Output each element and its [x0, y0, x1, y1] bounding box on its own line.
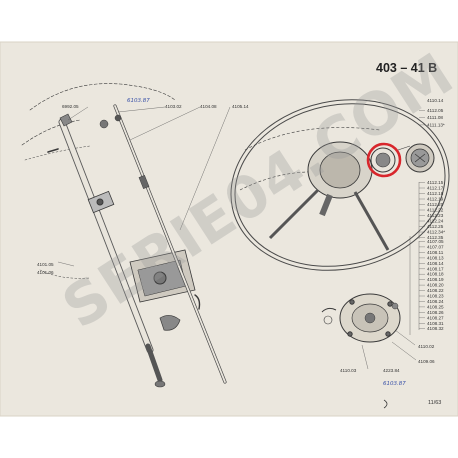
- parts-list-item: 4112.17: [427, 186, 444, 191]
- parts-list-item: 4111.13*: [427, 122, 445, 127]
- parts-list-item: 4112.20: [427, 202, 444, 207]
- parts-list-item: 4108.26: [427, 310, 444, 315]
- label-4110-02: 4110.02: [418, 344, 435, 349]
- parts-list-item: 4108.11: [427, 250, 444, 255]
- parts-list-item: 4108.18: [427, 272, 444, 277]
- steering-column-drawing: [21, 83, 227, 388]
- parts-list-item: 4108.25: [427, 304, 444, 309]
- parts-list-item: 4108.23: [427, 294, 444, 299]
- header-title: 403 – 41 B: [376, 61, 437, 75]
- label-4109-06: 4109.06: [418, 359, 435, 364]
- label-4101-05: 4101.05: [37, 262, 54, 267]
- parts-list-item: 4111.08: [427, 115, 443, 120]
- parts-list-item: 4108.14: [427, 261, 444, 266]
- parts-list-item: 4112.22: [427, 208, 444, 213]
- parts-list-item: 4108.19: [427, 277, 444, 282]
- parts-list-item: 4108.27: [427, 315, 444, 320]
- parts-list-item: 4108.32: [427, 326, 444, 331]
- parts-list-item: 4112.34*: [427, 230, 445, 235]
- parts-list-item: 4108.24: [427, 299, 444, 304]
- parts-list-item: 4112.19: [427, 197, 444, 202]
- label-4110-14: 4110.14: [427, 98, 444, 103]
- parts-list-item: 4108.22: [427, 288, 444, 293]
- page-number: 11/63: [428, 400, 441, 406]
- label-4110-03: 4110.03: [340, 368, 357, 373]
- parts-list-item: 4108.20: [427, 283, 444, 288]
- parts-list-item: 4112.18: [427, 191, 444, 196]
- horn-ring-drawing: [321, 293, 401, 409]
- parts-list-item: 4107.05: [427, 239, 444, 244]
- parts-list-item: 4108.17: [427, 266, 444, 271]
- handwritten-ref-top: 6103.87: [127, 98, 150, 104]
- label-6992-05: 6992.05: [62, 104, 79, 109]
- handwritten-ref-bottom: 6103.87: [383, 381, 406, 387]
- parts-list-item: 4108.13: [427, 255, 444, 260]
- parts-list-item: 4112.35: [427, 235, 444, 240]
- parts-list-item: 4108.31: [427, 321, 444, 326]
- parts-list-item: 4112.23: [427, 213, 444, 218]
- label-4105-14: 4105.14: [232, 104, 249, 109]
- label-4101-06: 4101.06: [37, 270, 54, 275]
- label-4104-08: 4104.08: [200, 104, 217, 109]
- parts-list-item: 4112.25: [427, 224, 444, 229]
- steering-wheel-drawing: [230, 99, 450, 271]
- highlight-circle: [366, 142, 402, 178]
- leader-lines-left: [57, 106, 231, 267]
- parts-list-item: 4112.24: [427, 219, 444, 224]
- parts-list-item: 4112.05: [427, 108, 444, 113]
- label-4223-84: 4223.84: [383, 368, 400, 373]
- label-4103-02: 4103.02: [165, 104, 182, 109]
- parts-list-item: 4107.07: [427, 244, 444, 249]
- parts-list-right: 4112.054111.084111.13*4112.154112.174112…: [418, 108, 445, 331]
- parts-list-item: 4112.15: [427, 180, 444, 185]
